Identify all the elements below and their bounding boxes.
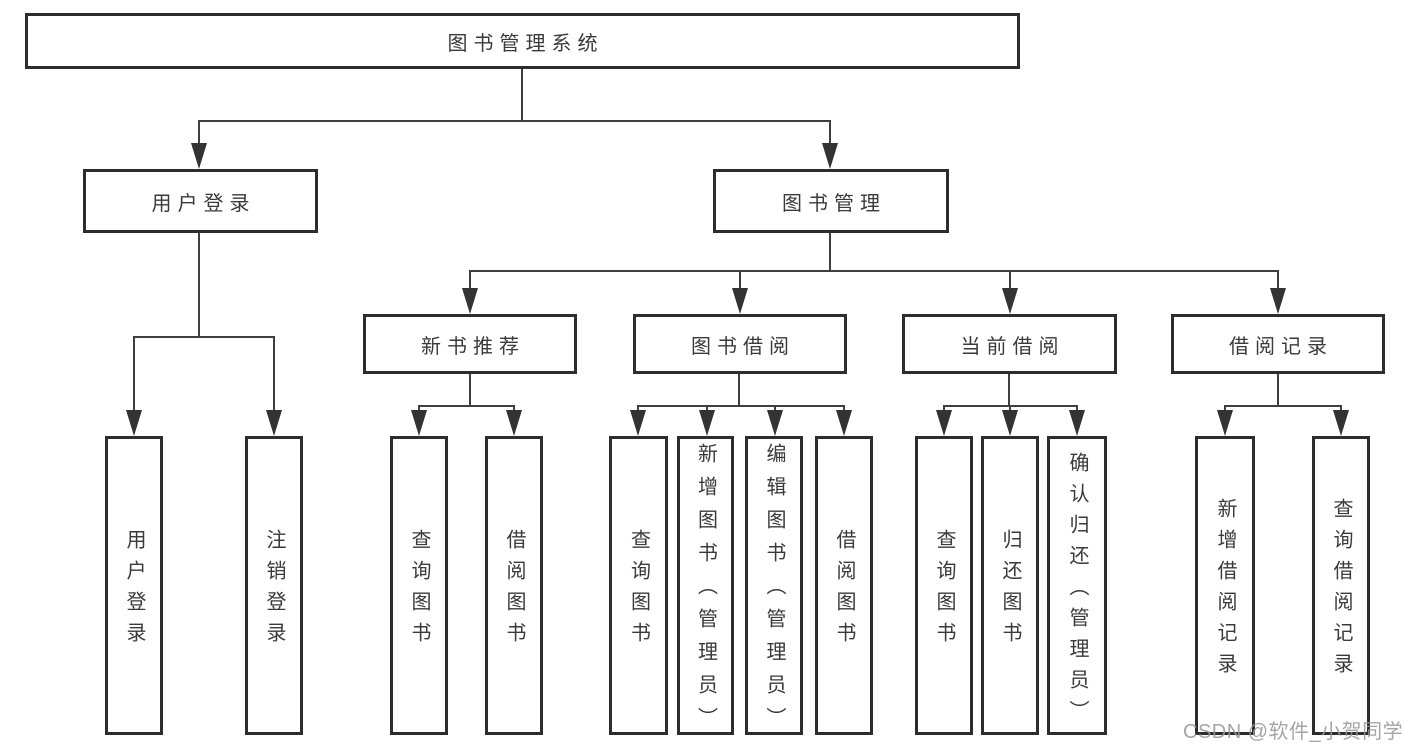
- arrow-down-icon: [630, 410, 646, 436]
- node-borrow-records: 借阅记录: [1171, 314, 1385, 374]
- connector-bookmgmt-rail: [469, 270, 1279, 272]
- arrow-down-icon: [1217, 410, 1233, 436]
- connector-userlogin-stem: [273, 336, 275, 412]
- arrow-down-icon: [266, 410, 282, 436]
- connector-borrow-stem: [774, 405, 776, 413]
- arrow-down-icon: [1002, 288, 1018, 314]
- leaf-label: 注销登录: [263, 529, 285, 653]
- leaf-rec-borrow-books: 借阅图书: [485, 436, 543, 735]
- leaf-label: 用户登录: [123, 529, 145, 653]
- connector-records-stem: [1340, 405, 1342, 413]
- connector-root-stub: [521, 69, 523, 120]
- leaf-label: 确认归还（管理员）: [1066, 451, 1088, 731]
- arrow-down-icon: [506, 410, 522, 436]
- connector-records-stub: [1277, 374, 1279, 405]
- leaf-br-query-record: 查询借阅记录: [1312, 436, 1370, 735]
- connector-rec-rail: [418, 405, 515, 407]
- arrow-down-icon: [1069, 410, 1085, 436]
- leaf-label: 查询图书: [627, 529, 650, 653]
- connector-rec-stub: [469, 374, 471, 405]
- connector-root-left-stem: [198, 120, 200, 146]
- leaf-rec-query-books: 查询图书: [390, 436, 448, 735]
- arrow-down-icon: [1270, 288, 1286, 314]
- node-label: 图书借阅: [691, 335, 795, 358]
- arrow-down-icon: [822, 143, 838, 169]
- connector-rec-stem: [513, 405, 515, 413]
- connector-root-right-stem: [829, 120, 831, 146]
- node-book-mgmt: 图书管理: [713, 169, 949, 233]
- leaf-label: 编辑图书（管理员）: [763, 442, 785, 740]
- leaf-br-add-record: 新增借阅记录: [1195, 436, 1255, 735]
- node-label: 新书推荐: [421, 335, 525, 358]
- arrow-down-icon: [126, 410, 142, 436]
- leaf-cb-return-books: 归还图书: [981, 436, 1039, 735]
- connector-root-rail: [198, 120, 831, 122]
- arrow-down-icon: [1333, 410, 1349, 436]
- connector-userlogin-stem: [133, 336, 135, 412]
- connector-borrow-stem: [843, 405, 845, 413]
- node-label: 当前借阅: [960, 335, 1065, 358]
- node-label: 用户登录: [151, 192, 256, 215]
- connector-rec-stem: [418, 405, 420, 413]
- node-label: 图书管理: [782, 192, 886, 215]
- connector-borrow-stub: [738, 374, 740, 405]
- arrow-down-icon: [836, 410, 852, 436]
- arrow-down-icon: [462, 288, 478, 314]
- connector-records-stem: [1224, 405, 1226, 413]
- leaf-bb-borrow-books: 借阅图书: [815, 436, 873, 735]
- leaf-cb-query-books: 查询图书: [915, 436, 973, 735]
- connector-borrow-stem: [637, 405, 639, 413]
- node-label: 借阅记录: [1229, 335, 1333, 358]
- connector-bookmgmt-stem: [469, 270, 471, 290]
- connector-current-stem: [943, 405, 945, 413]
- leaf-bb-query-books: 查询图书: [609, 436, 668, 735]
- node-user-login: 用户登录: [83, 169, 318, 233]
- leaf-cb-confirm-return-admin: 确认归还（管理员）: [1047, 436, 1107, 735]
- connector-records-rail: [1224, 405, 1342, 407]
- connector-current-stem: [1009, 405, 1011, 413]
- arrow-down-icon: [191, 143, 207, 169]
- connector-userlogin-rail: [133, 336, 275, 338]
- connector-current-stub: [1008, 374, 1010, 405]
- leaf-bb-edit-books-admin: 编辑图书（管理员）: [745, 436, 803, 740]
- node-root: 图书管理系统: [25, 13, 1020, 69]
- connector-bookmgmt-stem: [739, 270, 741, 290]
- leaf-label: 借阅图书: [833, 529, 855, 653]
- connector-bookmgmt-stem: [1277, 270, 1279, 290]
- leaf-label: 新增图书（管理员）: [694, 442, 717, 740]
- connector-current-stem: [1076, 405, 1078, 413]
- arrow-down-icon: [699, 410, 715, 436]
- arrow-down-icon: [936, 410, 952, 436]
- leaf-label: 查询图书: [933, 529, 955, 653]
- node-book-borrow: 图书借阅: [633, 314, 847, 374]
- leaf-label: 查询借阅记录: [1330, 498, 1352, 684]
- connector-borrow-rail: [637, 405, 844, 407]
- leaf-label: 归还图书: [999, 529, 1021, 653]
- arrow-down-icon: [411, 410, 427, 436]
- connector-borrow-stem: [706, 405, 708, 413]
- connector-bookmgmt-stub: [829, 233, 831, 270]
- connector-bookmgmt-stem: [1009, 270, 1011, 290]
- node-label: 图书管理系统: [447, 32, 604, 55]
- connector-userlogin-stub: [198, 233, 200, 336]
- leaf-label: 新增借阅记录: [1214, 498, 1236, 684]
- leaf-logout: 注销登录: [245, 436, 303, 735]
- leaf-label: 借阅图书: [503, 529, 525, 653]
- node-current-borrow: 当前借阅: [902, 314, 1117, 374]
- arrow-down-icon: [1002, 410, 1018, 436]
- leaf-user-login: 用户登录: [105, 436, 163, 735]
- node-new-book-rec: 新书推荐: [363, 314, 577, 374]
- csdn-watermark: CSDN @软件_小贺同学: [1183, 721, 1404, 743]
- arrow-down-icon: [767, 410, 783, 436]
- arrow-down-icon: [732, 288, 748, 314]
- leaf-label: 查询图书: [408, 529, 430, 653]
- leaf-bb-add-books-admin: 新增图书（管理员）: [677, 436, 734, 740]
